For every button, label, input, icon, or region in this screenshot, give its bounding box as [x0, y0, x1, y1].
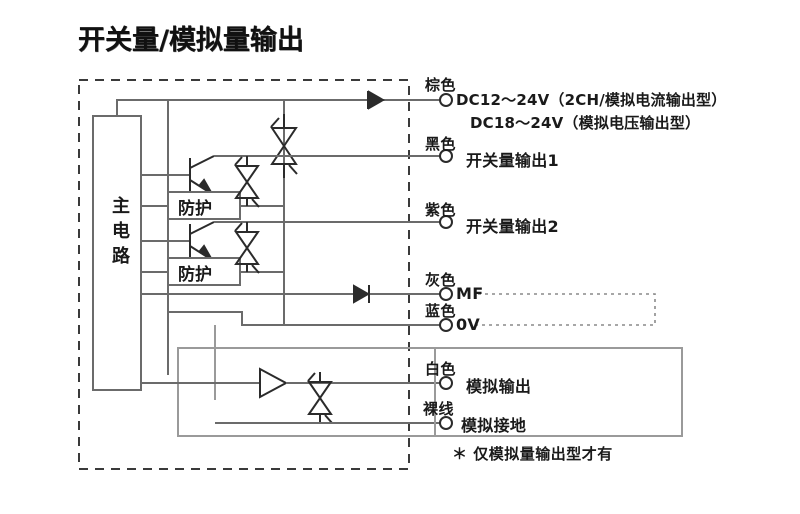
main-circuit-block [92, 115, 142, 391]
protection-block-1 [167, 191, 241, 220]
device-boundary [78, 79, 410, 470]
analog-note-outline [434, 347, 683, 437]
terminal-mf[interactable] [439, 287, 453, 301]
mf-0v-dotted-link [470, 293, 656, 326]
terminal-label-switch-output-1: 开关量输出1 [466, 151, 559, 170]
terminal-label-power-line1: DC12～24V（2CH/模拟电流输出型） [456, 91, 727, 109]
protection-block-2 [167, 257, 241, 286]
terminal-label-switch-output-2: 开关量输出2 [466, 217, 559, 236]
footnote-text: ＊ 仅模拟量输出型才有 [452, 445, 613, 463]
terminal-analog-ground[interactable] [439, 416, 453, 430]
terminal-label-mf: MF [456, 284, 484, 303]
protection-block-2-label: 防护 [178, 265, 212, 285]
main-circuit-label: 主电路 [109, 196, 130, 271]
terminal-label-analog-ground: 模拟接地 [461, 416, 527, 435]
terminal-label-analog-output: 模拟输出 [466, 377, 532, 396]
tvs-main-icon [270, 114, 298, 178]
terminal-power[interactable] [439, 93, 453, 107]
wire-color-black: 黑色 [425, 135, 457, 153]
npn-transistor-2-icon [189, 221, 215, 261]
terminal-analog-output[interactable] [439, 376, 453, 390]
wire-color-brown: 棕色 [425, 76, 457, 94]
page-title: 开关量/模拟量输出 [78, 25, 304, 56]
wire-color-purple: 紫色 [425, 201, 457, 219]
mf-diode-icon [353, 284, 371, 304]
terminal-0v[interactable] [439, 318, 453, 332]
wire-0v [168, 311, 284, 326]
wire-color-bare: 裸线 [423, 400, 455, 418]
terminal-switch-output-2[interactable] [439, 215, 453, 229]
protection-block-1-label: 防护 [178, 199, 212, 219]
tvs-output2-icon [234, 222, 260, 274]
amplifier-triangle-icon [259, 367, 289, 399]
terminal-label-power-line2: DC18～24V（模拟电压输出型） [470, 114, 701, 132]
reverse-protection-diode-icon [367, 90, 386, 110]
tvs-output1-icon [234, 156, 260, 208]
terminal-label-0v: 0V [456, 315, 481, 334]
npn-transistor-1-icon [189, 155, 215, 195]
tvs-analog-icon [307, 372, 333, 424]
wire-color-white: 白色 [425, 360, 457, 378]
wire-color-gray: 灰色 [425, 271, 457, 289]
wire-power-rail [116, 99, 442, 116]
wire-color-blue: 蓝色 [425, 302, 457, 320]
terminal-switch-output-1[interactable] [439, 149, 453, 163]
